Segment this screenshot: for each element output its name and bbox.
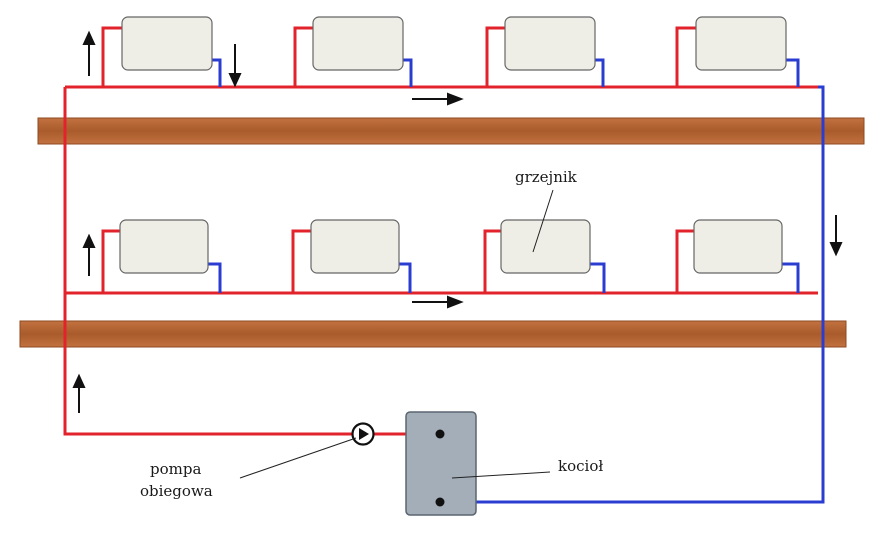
radiator xyxy=(483,219,606,293)
arrow-down-icon xyxy=(829,215,843,257)
pump-leader-line xyxy=(239,437,357,479)
radiator xyxy=(291,219,412,293)
arrow-right-icon xyxy=(412,295,464,309)
arrow-right-icon xyxy=(412,92,464,106)
pump-label-line-2: obiegowa xyxy=(140,482,213,500)
radiator xyxy=(485,16,605,87)
radiator-group-lower xyxy=(101,219,800,293)
pump-label-line-1: pompa xyxy=(150,460,201,478)
arrow-down-icon xyxy=(228,44,242,88)
arrow-up-icon xyxy=(72,373,86,413)
floor-beam-lower xyxy=(19,320,847,348)
radiator xyxy=(293,16,413,87)
radiator-group-upper xyxy=(101,16,800,87)
radiator-leader-line xyxy=(532,189,554,253)
boiler-label: kocioł xyxy=(558,457,603,475)
main-return-pipe xyxy=(440,85,825,504)
radiator xyxy=(675,16,800,87)
floor-beam-upper xyxy=(37,117,865,145)
boiler xyxy=(405,411,477,516)
radiator xyxy=(101,219,222,293)
main-supply-pipe xyxy=(63,85,818,436)
boiler-leader-line xyxy=(451,471,551,479)
radiator xyxy=(101,16,222,87)
pump-icon xyxy=(351,422,375,446)
radiator xyxy=(675,219,800,293)
arrow-up-icon xyxy=(82,233,96,276)
radiator-label: grzejnik xyxy=(515,168,578,186)
arrow-up-icon xyxy=(82,30,96,76)
